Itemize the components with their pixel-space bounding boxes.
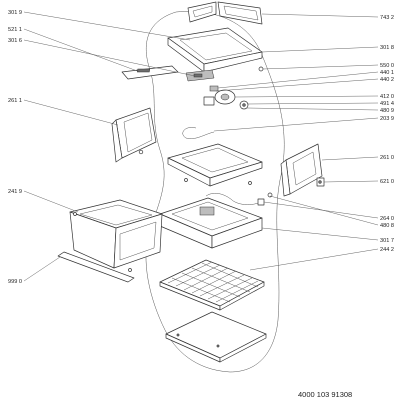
part-label: 241 9 <box>8 189 22 195</box>
part-label: 301 9 <box>8 10 22 16</box>
screw-part <box>248 181 252 185</box>
bottom-plate-part <box>165 311 267 363</box>
document-code: 4000 103 91308 <box>298 390 352 399</box>
part-label: 440 2 <box>380 77 394 83</box>
part-label: 301 8 <box>380 45 394 51</box>
part-label: 203 9 <box>380 116 394 122</box>
wiring-part <box>182 127 215 139</box>
clip-part <box>258 66 264 72</box>
leader-lines <box>23 11 379 282</box>
part-label: 301 6 <box>8 38 22 44</box>
connector-part <box>209 85 219 92</box>
harness-part <box>205 193 259 205</box>
sensor-part <box>239 100 249 110</box>
part-label: 491 4 <box>380 101 394 107</box>
screw-part <box>184 178 188 182</box>
part-label: 999 0 <box>8 279 22 285</box>
control-board-part <box>185 69 215 82</box>
part-label: 621 0 <box>380 179 394 185</box>
part-label: 264 0 <box>380 216 394 222</box>
seal-strip-part <box>57 251 135 283</box>
part-label: 480 8 <box>380 223 394 229</box>
part-label: 301 7 <box>380 238 394 244</box>
top-lid-part <box>167 27 263 73</box>
right-bracket-part <box>280 143 323 197</box>
part-label: 261 0 <box>380 155 394 161</box>
screw-part <box>73 212 77 216</box>
drawer-part <box>69 199 163 269</box>
part-label: 480 9 <box>380 108 394 114</box>
fan-motor-part <box>203 89 236 106</box>
part-label: 743 2 <box>380 15 394 21</box>
inner-frame-part <box>167 143 263 187</box>
part-label: 440 1 <box>380 70 394 76</box>
part-label: 412 0 <box>380 94 394 100</box>
top-rear-cover-part <box>187 1 263 25</box>
screw-part <box>138 149 144 155</box>
small-clip-part <box>316 177 325 187</box>
part-label: 261 1 <box>8 98 22 104</box>
screw-part <box>128 268 132 272</box>
base-part <box>159 197 263 249</box>
housing-outline <box>145 11 285 373</box>
part-label: 244 2 <box>380 247 394 253</box>
left-door-part <box>111 107 157 163</box>
part-label: 521 1 <box>8 27 22 33</box>
control-strip-part <box>121 65 179 80</box>
grille-part <box>159 259 265 311</box>
part-label: 550 0 <box>380 63 394 69</box>
